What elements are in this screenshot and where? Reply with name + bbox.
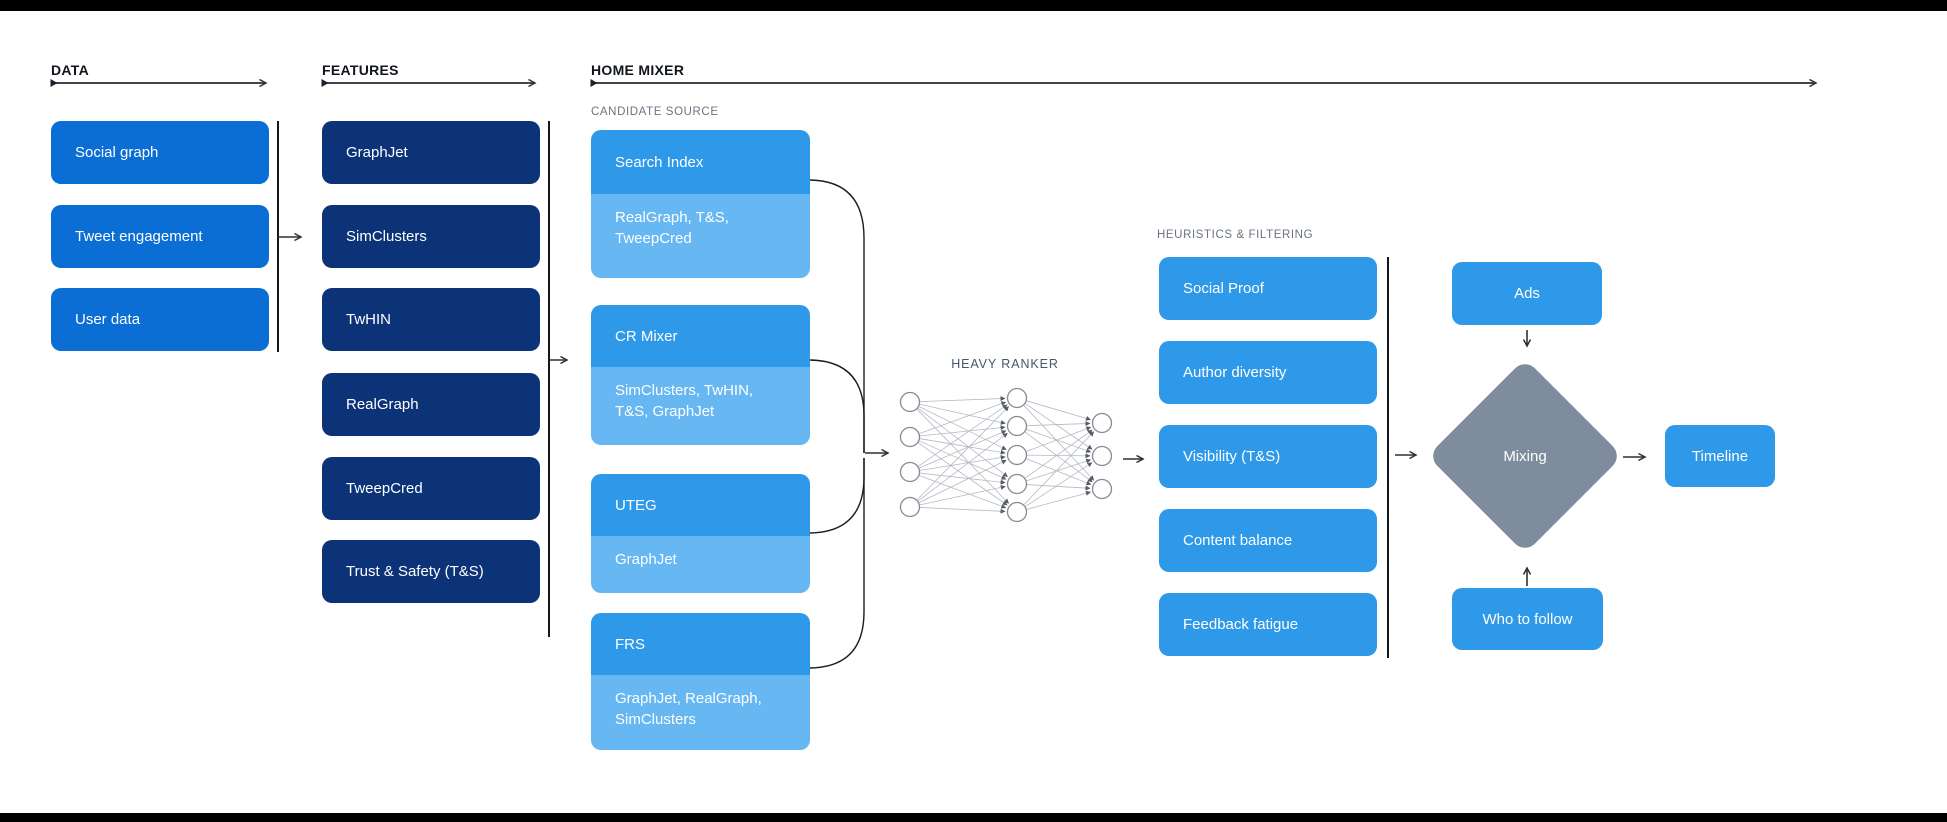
feature-box: Trust & Safety (T&S) [322, 540, 540, 603]
candidate-uses: SimClusters, TwHIN, T&S, GraphJet [591, 367, 810, 445]
feature-box: TwHIN [322, 288, 540, 351]
candidate-name: Search Index [591, 130, 810, 194]
data-box: Social graph [51, 121, 269, 184]
bottom-black-bar [0, 813, 1947, 822]
timeline-box: Timeline [1665, 425, 1775, 487]
candidate-name: FRS [591, 613, 810, 675]
candidate-source-label: CANDIDATE SOURCE [591, 106, 719, 118]
who-to-follow-box: Who to follow [1452, 588, 1603, 650]
feature-box: RealGraph [322, 373, 540, 436]
candidate-name: CR Mixer [591, 305, 810, 367]
heuristic-box: Author diversity [1159, 341, 1377, 404]
heuristic-box: Visibility (T&S) [1159, 425, 1377, 488]
heuristic-box: Content balance [1159, 509, 1377, 572]
heuristic-box: Social Proof [1159, 257, 1377, 320]
candidate-uses: GraphJet [591, 536, 810, 593]
heavy-ranker-label: HEAVY RANKER [951, 357, 1059, 371]
section-header-home-mixer: HOME MIXER [591, 62, 685, 78]
data-box: User data [51, 288, 269, 351]
data-box: Tweet engagement [51, 205, 269, 268]
feature-box: GraphJet [322, 121, 540, 184]
feature-box: TweepCred [322, 457, 540, 520]
candidate-name: UTEG [591, 474, 810, 536]
feature-box: SimClusters [322, 205, 540, 268]
top-black-bar [0, 0, 1947, 11]
ads-box: Ads [1452, 262, 1602, 325]
section-header-features: FEATURES [322, 62, 399, 78]
section-header-data: DATA [51, 62, 90, 78]
candidate-uses: GraphJet, RealGraph, SimClusters [591, 675, 810, 750]
candidate-uses: RealGraph, T&S, TweepCred [591, 194, 810, 278]
candidate-funnel-curves [809, 179, 865, 669]
heuristic-box: Feedback fatigue [1159, 593, 1377, 656]
neural-network-graphic [899, 387, 1113, 523]
heuristics-filtering-label: HEURISTICS & FILTERING [1157, 229, 1314, 241]
mixing-diamond-label: Mixing [1503, 447, 1547, 465]
